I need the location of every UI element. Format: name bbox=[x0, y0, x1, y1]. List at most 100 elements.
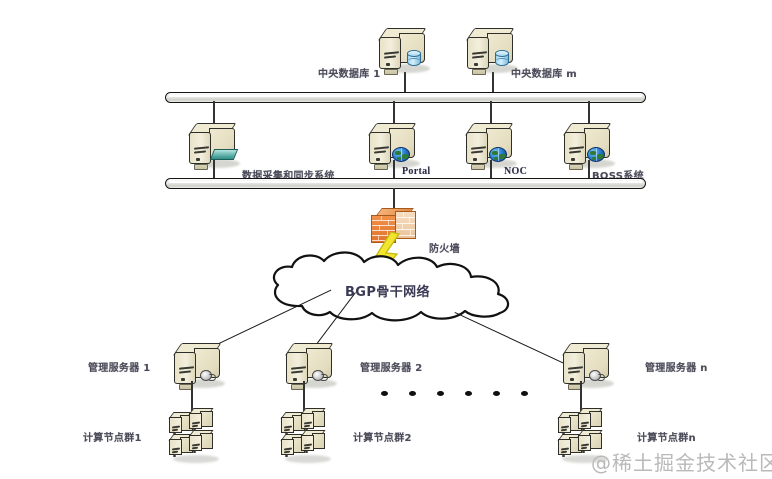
server-slot-icon bbox=[569, 150, 581, 154]
cluster-node bbox=[188, 408, 214, 432]
ellipsis-dot bbox=[409, 391, 416, 396]
server-shadow bbox=[473, 159, 517, 168]
server-led-icon bbox=[386, 63, 390, 66]
server-slot-icon bbox=[568, 370, 580, 374]
link-db1-to-bus1 bbox=[404, 72, 406, 96]
compute-cluster-1[interactable] bbox=[166, 408, 224, 464]
server-slot-icon bbox=[384, 55, 396, 59]
bgp-network-label: BGP骨干网络 bbox=[345, 285, 430, 300]
management-server-1[interactable] bbox=[172, 343, 225, 390]
data-sync-server[interactable] bbox=[187, 123, 240, 170]
server-slot-icon bbox=[291, 366, 306, 370]
database-icon bbox=[406, 50, 422, 68]
server-slot-icon bbox=[374, 146, 389, 150]
gear-icon bbox=[587, 369, 605, 384]
server-front-face bbox=[563, 352, 585, 390]
server-slot-icon bbox=[179, 366, 194, 370]
server-vent-icon bbox=[291, 384, 305, 390]
server-slot-icon bbox=[194, 150, 206, 154]
compute-cluster-n[interactable] bbox=[555, 408, 613, 464]
server-led-icon bbox=[474, 63, 478, 66]
link-bus2-to-firewall bbox=[393, 188, 395, 210]
management-server-1-label: 管理服务器 1 bbox=[88, 363, 151, 374]
watermark: @稀土掘金技术社区 bbox=[591, 451, 772, 475]
server-shadow bbox=[571, 159, 615, 168]
noc-server-label: NOC bbox=[504, 166, 528, 177]
database-server-m-label: 中央数据库 m bbox=[511, 69, 578, 80]
cluster-node bbox=[577, 430, 603, 454]
boss-server[interactable] bbox=[562, 123, 615, 170]
globe-icon bbox=[587, 147, 605, 163]
cluster-node bbox=[300, 430, 326, 454]
management-server-2[interactable] bbox=[284, 343, 337, 390]
link-boss-to-bus2 bbox=[588, 160, 590, 182]
server-vent-icon bbox=[374, 164, 388, 170]
cloud-icon[interactable] bbox=[262, 250, 524, 325]
server-slot-icon bbox=[384, 51, 399, 55]
server-shadow bbox=[474, 64, 518, 73]
compute-cluster-n-label: 计算节点群n bbox=[637, 433, 696, 444]
server-vent-icon bbox=[471, 164, 485, 170]
link-bus1-to-boss bbox=[588, 101, 590, 123]
server-slot-icon bbox=[179, 370, 191, 374]
link-bus1-to-sync-server bbox=[213, 101, 215, 123]
database-icon bbox=[494, 50, 510, 68]
server-slot-icon bbox=[472, 51, 487, 55]
globe-icon bbox=[489, 147, 507, 163]
management-server-2-label: 管理服务器 2 bbox=[360, 363, 423, 374]
ellipsis-dot bbox=[521, 391, 528, 396]
cluster-shadow bbox=[562, 455, 608, 463]
cluster-node bbox=[188, 430, 214, 454]
cluster-shadow bbox=[173, 455, 219, 463]
server-shadow bbox=[196, 159, 240, 168]
cluster-shadow bbox=[285, 455, 331, 463]
server-front-face bbox=[189, 132, 211, 170]
ellipsis-dot bbox=[437, 391, 444, 396]
server-led-icon bbox=[181, 378, 185, 381]
database-server-1[interactable] bbox=[377, 28, 430, 75]
noc-server[interactable] bbox=[464, 123, 517, 170]
server-slot-icon bbox=[291, 370, 303, 374]
database-server-1-label: 中央数据库 1 bbox=[318, 69, 381, 80]
server-front-face bbox=[564, 132, 586, 170]
compute-cluster-2[interactable] bbox=[278, 408, 336, 464]
server-led-icon bbox=[376, 158, 380, 161]
server-slot-icon bbox=[471, 150, 483, 154]
server-vent-icon bbox=[569, 164, 583, 170]
server-front-face bbox=[286, 352, 308, 390]
sync-tag-icon bbox=[209, 149, 239, 163]
server-led-icon bbox=[196, 158, 200, 161]
link-bus1-to-portal bbox=[393, 101, 395, 123]
server-slot-icon bbox=[194, 146, 209, 150]
globe-icon bbox=[392, 147, 410, 163]
compute-cluster-1-label: 计算节点群1 bbox=[83, 433, 142, 444]
server-front-face bbox=[174, 352, 196, 390]
server-shadow bbox=[386, 64, 430, 73]
server-vent-icon bbox=[568, 384, 582, 390]
ellipsis-dot bbox=[465, 391, 472, 396]
server-shadow bbox=[376, 159, 420, 168]
database-server-m[interactable] bbox=[465, 28, 518, 75]
link-mgmtn-to-clustern bbox=[580, 381, 582, 411]
server-vent-icon bbox=[179, 384, 193, 390]
cluster-node bbox=[300, 408, 326, 432]
server-slot-icon bbox=[569, 146, 584, 150]
portal-server[interactable] bbox=[367, 123, 420, 170]
server-shadow bbox=[570, 379, 614, 388]
server-led-icon bbox=[473, 158, 477, 161]
link-bus1-to-noc bbox=[490, 101, 492, 123]
management-server-n[interactable] bbox=[561, 343, 614, 390]
compute-cluster-2-label: 计算节点群2 bbox=[353, 433, 412, 444]
link-sync-server-to-bus2 bbox=[213, 160, 215, 182]
server-led-icon bbox=[570, 378, 574, 381]
ellipsis-indicator bbox=[381, 391, 528, 396]
gear-icon bbox=[198, 369, 216, 384]
server-slot-icon bbox=[471, 146, 486, 150]
server-vent-icon bbox=[472, 69, 486, 75]
server-front-face bbox=[467, 37, 489, 75]
ellipsis-dot bbox=[493, 391, 500, 396]
link-mgmt2-to-cluster2 bbox=[303, 381, 305, 411]
link-mgmt1-to-cluster1 bbox=[191, 381, 193, 411]
server-led-icon bbox=[571, 158, 575, 161]
